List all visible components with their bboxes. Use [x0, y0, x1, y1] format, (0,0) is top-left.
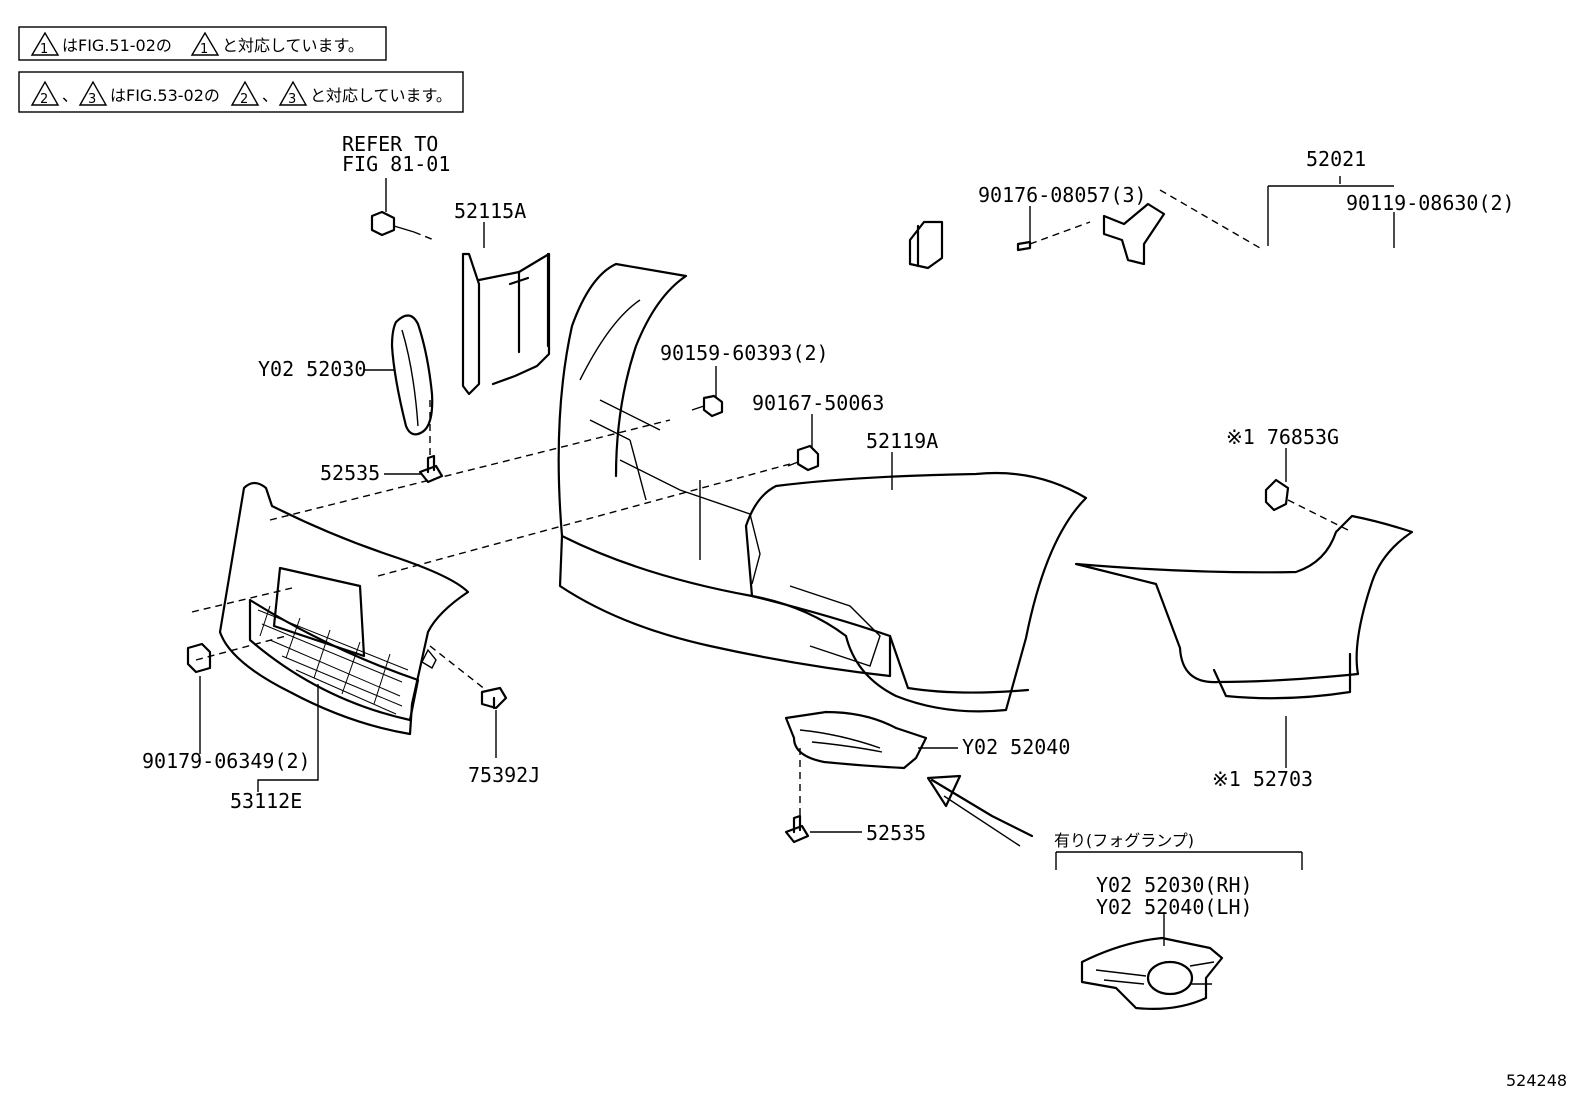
- label-90167: 90167-50063: [752, 391, 884, 415]
- clip-76853g-drawing: [1264, 478, 1290, 512]
- clip-90179-drawing: [186, 642, 212, 674]
- triangle-badge-icon: 1: [30, 31, 60, 57]
- triangle-badge-icon: 2: [230, 80, 260, 107]
- label-y02-52040: Y02 52040: [962, 735, 1070, 759]
- label-76853g: ※1 76853G: [1226, 425, 1339, 449]
- label-90119: 90119-08630(2): [1346, 191, 1515, 215]
- label-52535-bottom: 52535: [866, 821, 926, 845]
- label-53112e: 53112E: [230, 789, 302, 813]
- screw-refer-fig81: [370, 210, 435, 241]
- screw-90167-drawing: [787, 444, 820, 472]
- label-y02-52030: Y02 52030: [258, 357, 366, 381]
- label-refer-line2: FIG 81-01: [342, 152, 450, 176]
- label-52115a: 52115A: [454, 199, 526, 223]
- label-52021: 52021: [1306, 147, 1366, 171]
- note-2-separator-a: 、: [62, 86, 78, 105]
- reference-note-1: 1 はFIG.51-02の 1 と対応しています。: [18, 26, 387, 61]
- svg-text:2: 2: [40, 92, 48, 107]
- triangle-badge-icon: 2: [30, 80, 60, 107]
- part-52703-drawing: [1074, 514, 1414, 700]
- part-52119a-drawing: [557, 262, 1088, 713]
- triangle-badge-icon: 3: [78, 80, 108, 107]
- label-52119a: 52119A: [866, 429, 938, 453]
- label-90176: 90176-08057(3): [978, 183, 1147, 207]
- reference-note-2: 2 、 3 はFIG.53-02の 2 、 3 と対応しています。: [18, 71, 464, 113]
- label-fog-lh: Y02 52040(LH): [1096, 895, 1253, 919]
- svg-text:3: 3: [88, 92, 96, 107]
- figure-number: 524248: [1506, 1071, 1567, 1090]
- label-90179: 90179-06349(2): [142, 749, 311, 773]
- svg-text:2: 2: [240, 92, 248, 107]
- arrow-icon: [926, 774, 1034, 847]
- label-fog-rh: Y02 52030(RH): [1096, 873, 1253, 897]
- part-53112e-drawing: [218, 481, 470, 736]
- note-1-text-b: と対応しています。: [222, 36, 364, 55]
- label-90159: 90159-60393(2): [660, 341, 829, 365]
- clip-75392j-drawing: [480, 686, 508, 710]
- label-52703: ※1 52703: [1212, 767, 1313, 791]
- part-y02-52040-drawing: [784, 710, 928, 770]
- svg-text:1: 1: [200, 42, 208, 57]
- leader-lines: [199, 176, 1395, 946]
- clip-52535-bottom: [784, 814, 810, 844]
- note-2-text-a: はFIG.53-02の: [110, 86, 220, 105]
- label-fog-title: 有り(フォグランプ): [1054, 831, 1194, 850]
- triangle-badge-icon: 3: [278, 80, 308, 107]
- assembly-lines: [191, 189, 1349, 822]
- note-2-text-b: と対応しています。: [310, 86, 452, 105]
- label-refer-line1: REFER TO: [342, 132, 438, 156]
- label-75392j: 75392J: [468, 763, 540, 787]
- fog-lamp-cover-drawing: [1080, 936, 1224, 1010]
- part-y02-52030-drawing: [390, 314, 434, 458]
- clip-52535-left: [418, 454, 444, 484]
- part-52115a-drawing: [461, 252, 551, 396]
- label-52535-left: 52535: [320, 461, 380, 485]
- note-2-separator-b: 、: [262, 86, 278, 105]
- screw-90159-drawing: [691, 394, 724, 418]
- svg-text:3: 3: [288, 92, 296, 107]
- part-52021-drawing: [908, 202, 1166, 270]
- note-1-text-a: はFIG.51-02の: [62, 36, 172, 55]
- svg-text:1: 1: [40, 42, 48, 57]
- triangle-badge-icon: 1: [190, 31, 220, 57]
